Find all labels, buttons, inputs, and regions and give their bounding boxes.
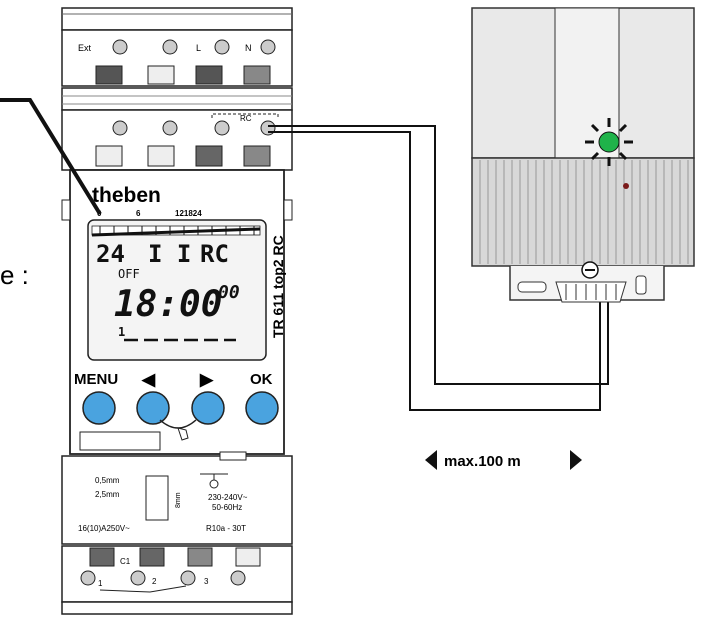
hand-icon (177, 427, 189, 441)
lcd-display (87, 219, 267, 361)
lcd-seconds: 00 (218, 282, 240, 303)
svg-text:I I: I I (148, 240, 191, 268)
lcd-time: 18:00 (114, 284, 222, 325)
terminal-label-n: N (245, 43, 252, 53)
left-arrow-icon (425, 450, 437, 470)
pointer-line (0, 98, 102, 216)
rc-cable (268, 125, 609, 411)
side-label: e : (0, 260, 29, 290)
heater-dot (623, 183, 629, 189)
lcd-channel: 1 (118, 325, 125, 339)
day-segment-bar (91, 225, 261, 237)
spec-contact: 16(10)A250V~ (78, 524, 130, 533)
ok-label: OK (250, 371, 273, 388)
heater-indicator-icon (585, 118, 633, 166)
ok-button[interactable] (245, 391, 279, 425)
distance-label: max.100 m (444, 453, 521, 470)
model-label: TR 611 top2 RC (270, 235, 286, 338)
left-label: ◀ (141, 370, 156, 389)
right-button[interactable] (191, 391, 225, 425)
rc-terminal-label: RC (240, 114, 252, 123)
spec-strip: 8mm (175, 492, 182, 508)
spec-reserve: R10a - 30T (206, 524, 246, 533)
terminal-3: 3 (204, 577, 209, 586)
left-button[interactable] (136, 391, 170, 425)
right-label: ▶ (199, 370, 214, 389)
terminal-2: 2 (152, 577, 157, 586)
terminal-label-l: L (196, 43, 201, 53)
terminal-1: 1 (98, 579, 103, 588)
terminal-label-ext: Ext (78, 43, 92, 53)
spec-wire1: 0,5mm (95, 476, 120, 485)
spec-freq: 50-60Hz (212, 503, 242, 512)
contact-label: C1 (120, 557, 131, 566)
menu-label: MENU (74, 371, 118, 388)
spec-voltage: 230-240V~ (208, 493, 248, 502)
heater-unit (471, 7, 695, 303)
menu-button[interactable] (82, 391, 116, 425)
lcd-mode: RC (200, 240, 229, 268)
distance-indicator: max.100 m (425, 450, 582, 470)
timescale-6: 6 (136, 209, 141, 218)
timer-device: Ext L N RC theben 0 6 121824 (61, 7, 293, 615)
lcd-state: OFF (118, 267, 140, 281)
timescale-12-18-24: 121824 (175, 209, 202, 218)
lcd-day: 24 (96, 240, 125, 268)
spec-wire2: 2,5mm (95, 490, 120, 499)
brand-logo: theben (92, 184, 161, 207)
right-arrow-icon (570, 450, 582, 470)
